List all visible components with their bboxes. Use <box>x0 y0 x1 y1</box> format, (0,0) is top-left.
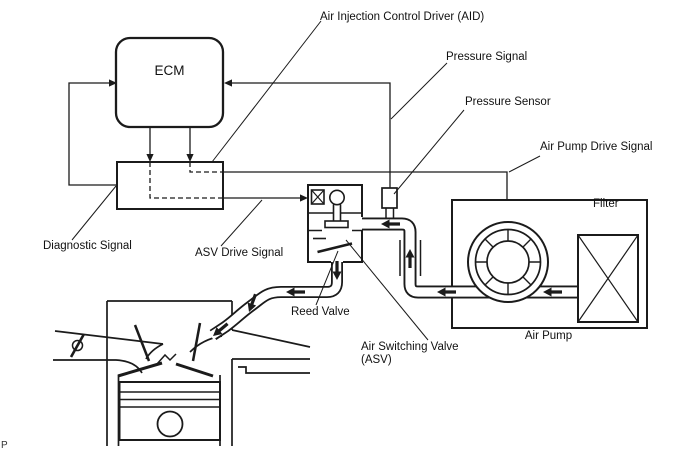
page-mark: P <box>1 440 8 451</box>
reed-valve-label: Reed Valve <box>291 306 350 318</box>
throttle-plate <box>69 333 86 358</box>
air-pump-box <box>451 199 648 329</box>
ecm-label: ECM <box>154 63 185 78</box>
asv-label: Air Switching Valve (ASV) <box>361 341 459 367</box>
pressure-sensor-body <box>381 187 398 209</box>
air-pump-internals <box>467 221 639 323</box>
ecm-aid-boxes <box>114 36 225 210</box>
pointer-air-pump-drive <box>508 155 541 173</box>
aid-dashed-overlay <box>149 162 223 199</box>
asv-coil-cross <box>311 189 325 205</box>
chamber-peak <box>156 353 177 365</box>
ecm-box <box>114 36 225 129</box>
air-pump-drive-signal-label: Air Pump Drive Signal <box>540 141 653 153</box>
piston-rings <box>119 391 220 408</box>
pipe-asv-to-engine <box>208 258 343 340</box>
asv-plunger-circle <box>328 189 345 206</box>
exhaust-valve-stem <box>191 322 202 362</box>
exhaust-runner-step <box>238 366 310 374</box>
pressure-sensor-stem <box>385 208 395 218</box>
pressure-signal-line <box>232 82 391 188</box>
exhaust-runner-upper <box>231 329 311 348</box>
filter-label: Filter <box>593 198 619 210</box>
piston-pin <box>156 410 184 438</box>
engine-cross-section <box>53 300 311 446</box>
aid-label: Air Injection Control Driver (AID) <box>320 11 485 23</box>
arrow-into-ecm-right <box>224 79 232 87</box>
filter-cross <box>577 234 639 323</box>
diagnostic-signal-label: Diagnostic Signal <box>43 240 132 252</box>
pointer-reed-valve <box>315 250 339 306</box>
asv-box <box>307 184 363 263</box>
arrow-into-aid-1 <box>146 154 154 162</box>
asv-label-line1: Air Switching Valve <box>361 341 459 353</box>
asv-label-line2: (ASV) <box>361 354 392 366</box>
pointer-asv <box>345 239 429 341</box>
exhaust-valve-seat <box>175 362 214 378</box>
intake-upper-wall <box>54 330 164 345</box>
pointer-pressure-signal <box>390 62 448 120</box>
pump-spokes <box>475 229 541 295</box>
asv-valve-plate <box>324 220 349 229</box>
label-pointers <box>71 20 541 341</box>
arrow-into-asv-coil <box>300 194 308 202</box>
intake-valve-stem <box>133 324 151 362</box>
air-pump-label: Air Pump <box>524 330 573 342</box>
asv-drive-signal-label: ASV Drive Signal <box>195 247 284 259</box>
pointer-aid <box>211 20 322 163</box>
asv-solenoid-coil <box>310 189 325 205</box>
pump-hub-circle <box>486 240 530 284</box>
reed-valve-plate <box>317 242 353 254</box>
intake-valve-seat <box>117 361 163 378</box>
pressure-sensor-label: Pressure Sensor <box>465 96 551 108</box>
diagnostic-signal-line <box>68 82 117 186</box>
pointer-asv-drive <box>220 199 263 247</box>
pressure-signal-label: Pressure Signal <box>446 51 528 63</box>
intake-lower-wall <box>53 359 143 374</box>
pointer-diagnostic <box>71 185 117 241</box>
arrow-into-aid-2 <box>186 154 194 162</box>
riser-coupling <box>399 240 422 276</box>
aid-box <box>116 161 224 210</box>
pointer-pressure-sensor <box>393 109 465 195</box>
